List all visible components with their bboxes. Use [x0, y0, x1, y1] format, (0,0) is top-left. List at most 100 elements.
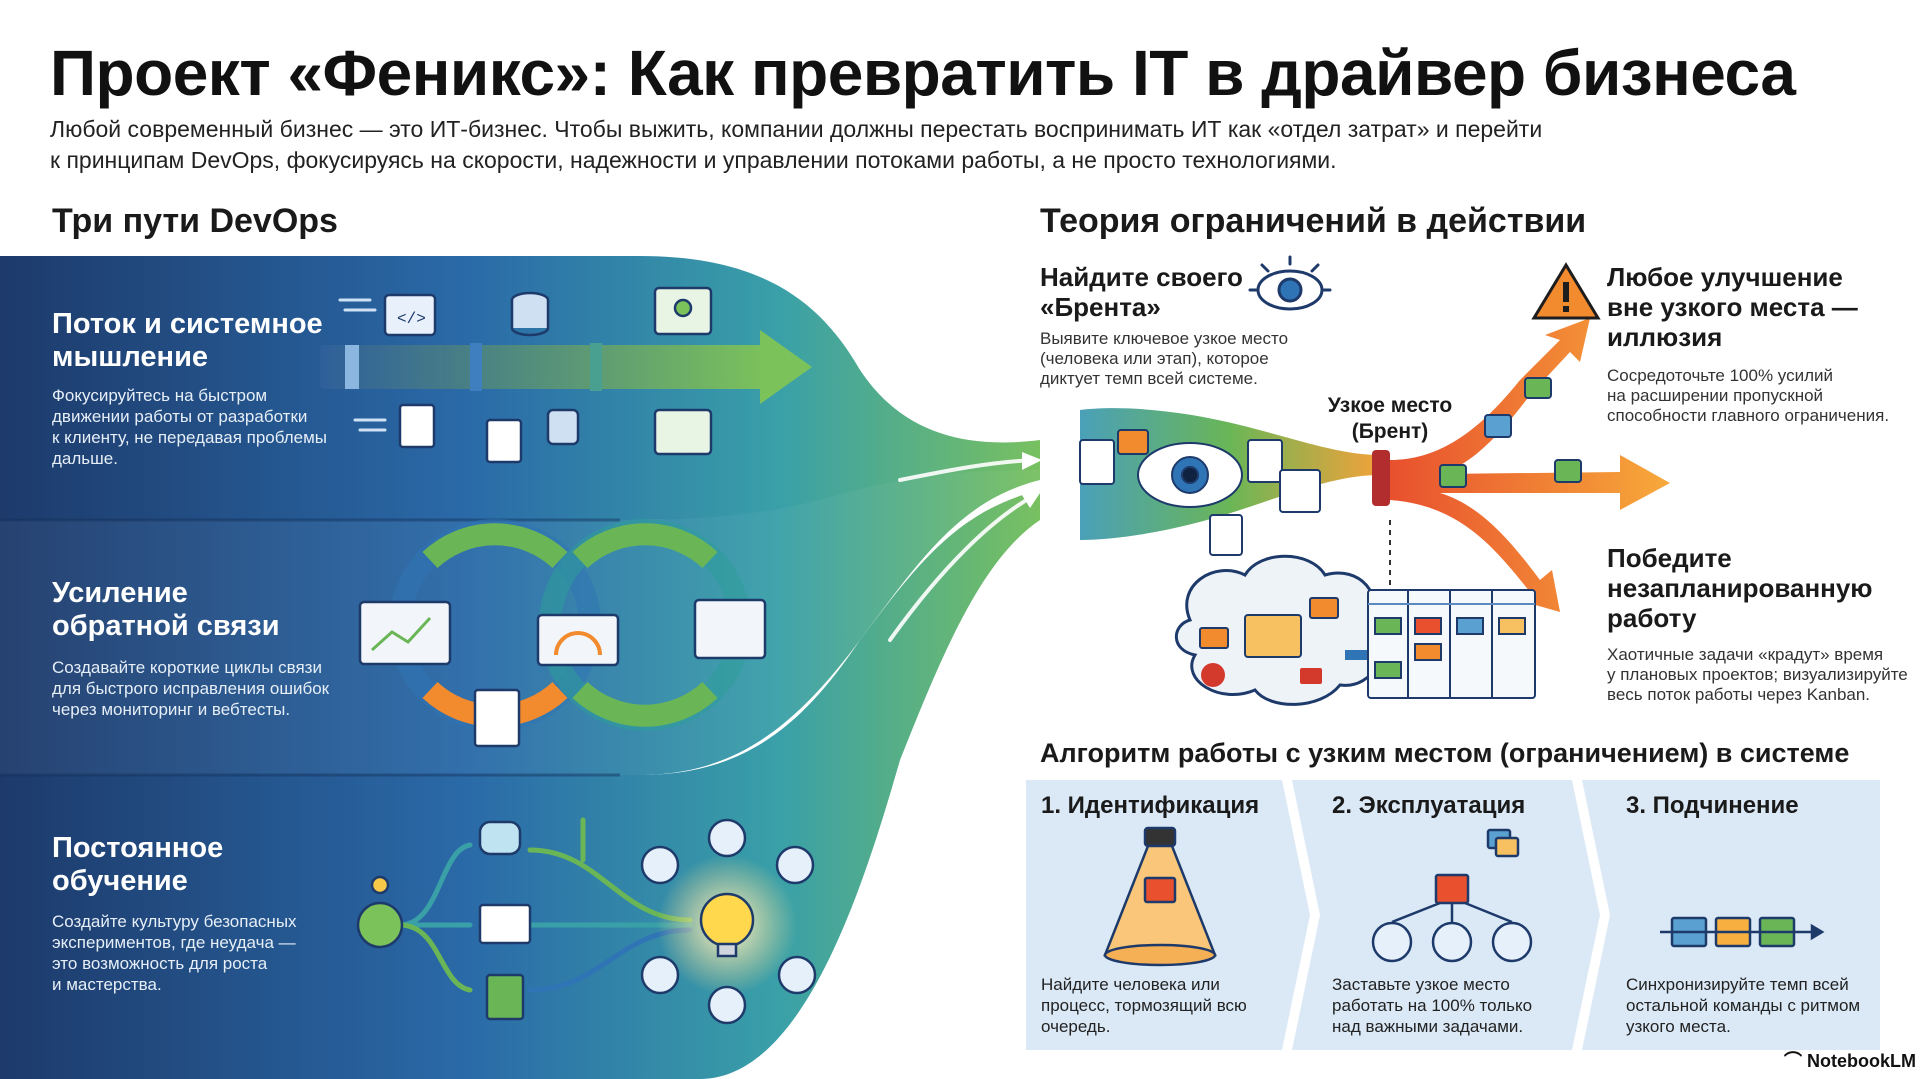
desc-line: через мониторинг и вебтесты.: [52, 700, 291, 719]
wrench-circle-icon: [1431, 921, 1473, 963]
envelope-icon: [1244, 614, 1302, 658]
flow-pipeline: [320, 298, 812, 432]
desc-line: очередь.: [1041, 1017, 1111, 1036]
desc-line: способности главного ограничения.: [1607, 406, 1890, 425]
envelope-icon: [1300, 668, 1322, 684]
idea-icon: [370, 875, 390, 895]
unplanned-work-title: Победите незапланированную работу: [1607, 543, 1873, 633]
improvement-illusion-title: Любое улучшение вне узкого места — иллюз…: [1607, 262, 1858, 352]
way-flow-title-line: мышление: [52, 341, 209, 373]
chat-icon: [478, 820, 522, 856]
desc-line: над важными задачами.: [1332, 1017, 1524, 1036]
task-card-icon: [1247, 439, 1283, 483]
toc-heading: Теория ограничений в действии: [1040, 202, 1587, 240]
desc-line: процесс, тормозящий всю: [1041, 996, 1247, 1015]
ways-heading: Три пути DevOps: [52, 202, 338, 240]
flag-icon: [640, 845, 680, 885]
alert-icon: [1201, 663, 1225, 687]
find-brent-title: Найдите своего «Брента»: [1040, 262, 1243, 322]
intro-line-1: Любой современный бизнес — это ИТ-бизнес…: [50, 116, 1543, 142]
title-line: вне узкого места —: [1607, 292, 1858, 322]
target-circle-icon: [1491, 921, 1533, 963]
desc-line: Создавайте короткие циклы связи: [52, 658, 322, 677]
funnel-icons: [1079, 377, 1582, 556]
arrowhead: [1020, 490, 1042, 508]
way-feedback-title-line: Усиление: [52, 577, 188, 609]
step-identify-title: 1. Идентификация: [1041, 792, 1260, 819]
bottleneck-task-icon: [1434, 873, 1470, 905]
desc-line: остальной команды с ритмом: [1626, 996, 1861, 1015]
task-card-icon: [1484, 414, 1512, 438]
arrowhead: [1022, 452, 1042, 470]
document-icon: [398, 403, 436, 449]
desc-line: (человека или этап), которое: [1040, 349, 1269, 368]
step-exploit-desc: Заставьте узкое место работать на 100% т…: [1332, 974, 1582, 1037]
label-line: (Брент): [1351, 420, 1429, 443]
find-brent-desc: Выявите ключевое узкое место (человека и…: [1040, 329, 1288, 389]
dashboard-icon: [653, 408, 713, 456]
task-card-icon: [1279, 469, 1321, 513]
desc-line: Фокусируйтесь на быстром: [52, 386, 268, 405]
kanban-board-icon: [1367, 589, 1536, 699]
document-icon: [485, 418, 523, 464]
svg-text:</>: </>: [397, 310, 426, 328]
desc-line: Синхронизируйте темп всей: [1626, 975, 1849, 994]
desc-line: Создайте культуру безопасных: [52, 912, 297, 931]
desc-line: на расширении пропускной: [1607, 386, 1824, 405]
notebooklm-watermark: ⌒ NotebookLM: [1784, 1047, 1916, 1073]
title-line: работу: [1607, 603, 1697, 633]
desc-line: дальше.: [52, 449, 118, 468]
way-flow-title: Поток и системное мышление: [52, 308, 323, 374]
step-exploit-title: 2. Эксплуатация: [1332, 792, 1526, 819]
envelope-icon: [1199, 627, 1229, 649]
lane-feedback: [0, 455, 1040, 775]
way-feedback-title-line: обратной связи: [52, 610, 280, 642]
title-line: иллюзия: [1607, 322, 1723, 352]
feedback-icons: [358, 598, 767, 748]
step-identify-desc: Найдите человека или процесс, тормозящий…: [1041, 974, 1291, 1037]
desc-line: у плановых проектов; визуализируйте: [1607, 665, 1908, 684]
task-card-icon: [1439, 464, 1467, 488]
title-line: Победите: [1607, 543, 1732, 573]
notebooklm-logo-icon: ⌒: [1784, 1051, 1808, 1071]
thumb-up-icon: [1524, 377, 1552, 399]
step-icons: [1103, 826, 1825, 967]
book-icon: [478, 903, 532, 945]
way-learning-title-line: Постоянное: [52, 832, 224, 864]
spotlight-icon: [1143, 826, 1177, 848]
desc-line: движении работы от разработки: [52, 407, 308, 426]
convergence-arrows: [878, 328, 1037, 642]
thumb-up-icon: [1554, 459, 1582, 483]
unplanned-work-desc: Хаотичные задачи «крадут» время у планов…: [1607, 645, 1908, 705]
way-feedback-desc: Создавайте короткие циклы связи для быст…: [52, 657, 352, 720]
learning-icons: [356, 818, 817, 1025]
searching-eye-icon: [1248, 255, 1332, 311]
step-subordinate-desc: Синхронизируйте темп всей остальной кома…: [1626, 974, 1876, 1037]
desc-line: Заставьте узкое место: [1332, 975, 1510, 994]
desc-line: Хаотичные задачи «крадут» время: [1607, 645, 1884, 664]
desc-line: к клиенту, не передавая проблемы: [52, 428, 327, 447]
desc-line: весь поток работы через Kanban.: [1607, 685, 1871, 704]
graduation-cap-icon: [640, 955, 680, 995]
chaos-cloud: [1174, 554, 1383, 706]
title-line: Любое улучшение: [1607, 262, 1843, 292]
bottleneck-label: Узкое место (Брент): [1315, 393, 1465, 445]
code-window-icon: [383, 293, 437, 337]
desc-line: и мастерства.: [52, 975, 162, 994]
improvement-illusion-desc: Сосредоточьте 100% усилий на расширении …: [1607, 366, 1889, 426]
way-flow-desc: Фокусируйтесь на быстром движении работы…: [52, 385, 352, 469]
way-feedback-title: Усиление обратной связи: [52, 577, 280, 643]
desc-line: Сосредоточьте 100% усилий: [1607, 366, 1834, 385]
watermark-text: NotebookLM: [1807, 1051, 1916, 1071]
title-line: Найдите своего: [1040, 262, 1243, 292]
title-line: незапланированную: [1607, 573, 1873, 603]
intro-line-2: к принципам DevOps, фокусируясь на скоро…: [50, 147, 1337, 173]
server-icon: [546, 408, 580, 446]
atom-icon: [707, 818, 747, 858]
flow-icons: </>: [383, 286, 713, 464]
desc-line: диктует темп всей системе.: [1040, 369, 1258, 388]
medicine-icon: [707, 985, 747, 1025]
desc-line: это возможность для роста: [52, 954, 268, 973]
title-line: «Брента»: [1040, 292, 1161, 322]
